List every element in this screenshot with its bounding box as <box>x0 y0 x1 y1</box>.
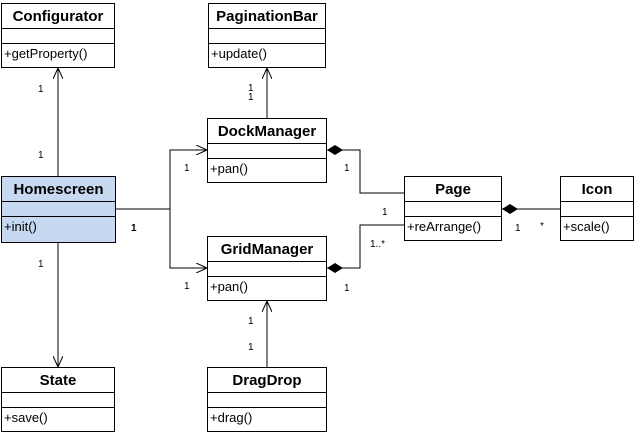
class-operation: +pan() <box>210 279 248 294</box>
class-attributes <box>208 262 326 277</box>
page-class[interactable]: Page +reArrange() <box>404 176 502 241</box>
class-name: State <box>2 368 114 393</box>
dock-from-home-multiplicity: 1 <box>184 163 190 174</box>
pagination-multiplicity-top: 1 <box>248 83 254 94</box>
page-composition-diamond <box>502 204 518 214</box>
class-name: PaginationBar <box>209 4 325 29</box>
grid-page-multiplicity: 1 <box>344 283 350 294</box>
class-name: Icon <box>561 177 633 202</box>
page-grid-multiplicity: 1..* <box>370 239 385 250</box>
class-operation: +scale() <box>563 219 610 234</box>
icon-multiplicity: * <box>540 221 544 232</box>
grid-from-home-multiplicity: 1 <box>184 281 190 292</box>
drag-multiplicity: 1 <box>248 342 254 353</box>
dockmanager-composition-diamond <box>327 145 343 155</box>
class-name: Configurator <box>2 4 114 29</box>
homescreen-dockmanager-link <box>169 150 207 209</box>
state-class[interactable]: State +save() <box>1 367 115 432</box>
page-icon-multiplicity: 1 <box>515 223 521 234</box>
class-name: Homescreen <box>2 177 115 202</box>
dockmanager-page-composition <box>327 149 404 194</box>
gridmanager-composition-diamond <box>327 263 343 273</box>
homescreen-side-multiplicity: 1 <box>131 223 137 234</box>
class-operation: +drag() <box>210 410 253 425</box>
class-operation: +reArrange() <box>407 219 482 234</box>
class-name: DockManager <box>208 119 326 144</box>
class-attributes <box>561 202 633 217</box>
class-attributes <box>208 393 326 408</box>
homescreen-class[interactable]: Homescreen +init() <box>1 176 116 243</box>
dockmanager-class[interactable]: DockManager +pan() <box>207 118 327 183</box>
paginationbar-class[interactable]: PaginationBar +update() <box>208 3 326 68</box>
homescreen-state-multiplicity: 1 <box>38 259 44 270</box>
dock-page-multiplicity: 1 <box>344 163 350 174</box>
class-attributes <box>405 202 501 217</box>
class-attributes <box>2 29 114 44</box>
class-name: DragDrop <box>208 368 326 393</box>
class-operation: +pan() <box>210 161 248 176</box>
grid-drag-multiplicity: 1 <box>248 316 254 327</box>
pagination-multiplicity-bottom: 1 <box>248 92 254 103</box>
class-attributes <box>2 202 115 217</box>
class-operation: +getProperty() <box>4 46 88 61</box>
class-operation: +init() <box>4 219 37 234</box>
configurator-multiplicity: 1 <box>38 84 44 95</box>
class-operation: +update() <box>211 46 268 61</box>
homescreen-config-multiplicity: 1 <box>38 150 44 161</box>
icon-class[interactable]: Icon +scale() <box>560 176 634 241</box>
gridmanager-class[interactable]: GridManager +pan() <box>207 236 327 301</box>
homescreen-gridmanager-link <box>169 209 207 268</box>
dragdrop-class[interactable]: DragDrop +drag() <box>207 367 327 432</box>
class-attributes <box>208 144 326 159</box>
gridmanager-page-composition <box>327 224 404 269</box>
class-attributes <box>2 393 114 408</box>
class-attributes <box>209 29 325 44</box>
class-operation: +save() <box>4 410 48 425</box>
class-name: Page <box>405 177 501 202</box>
page-dock-multiplicity: 1 <box>382 207 388 218</box>
class-name: GridManager <box>208 237 326 262</box>
configurator-class[interactable]: Configurator +getProperty() <box>1 3 115 68</box>
